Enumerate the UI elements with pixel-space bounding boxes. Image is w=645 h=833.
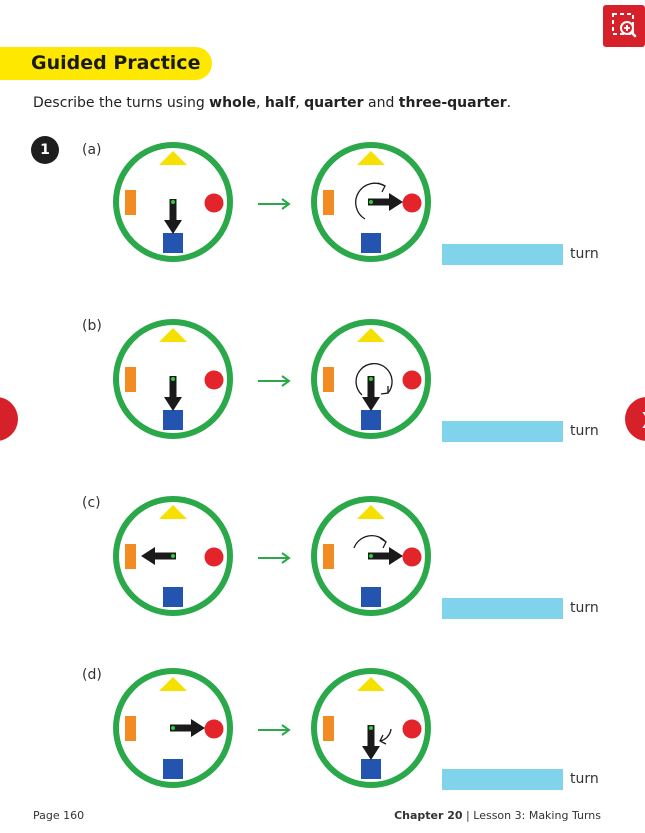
dial-a-end <box>314 145 428 259</box>
next-page-button[interactable]: ❯ <box>625 397 645 441</box>
page-title: Guided Practice <box>31 52 201 74</box>
answer-box-d[interactable] <box>442 769 563 790</box>
answer-box-a[interactable] <box>442 244 563 265</box>
dial-c-start <box>116 499 230 613</box>
part-label-c: (c) <box>82 495 101 511</box>
turn-label-d: turn <box>570 771 599 787</box>
turn-label-b: turn <box>570 423 599 439</box>
turn-label-a: turn <box>570 246 599 262</box>
dial-a-start <box>116 145 230 259</box>
answer-box-c[interactable] <box>442 598 563 619</box>
title-banner <box>0 47 212 80</box>
previous-page-button[interactable] <box>0 397 18 441</box>
turn-label-c: turn <box>570 600 599 616</box>
change-arrow-b <box>257 375 290 387</box>
term-quarter: quarter <box>304 95 364 111</box>
page-number: Page 160 <box>33 809 85 822</box>
dial-d-end <box>314 671 428 785</box>
answer-box-b[interactable] <box>442 421 563 442</box>
dial-c-end <box>314 499 428 613</box>
change-arrow-c <box>257 552 290 564</box>
dial-b-start <box>116 322 230 436</box>
zoom-button[interactable] <box>603 5 645 47</box>
part-label-a: (a) <box>82 142 102 158</box>
term-three-quarter: three-quarter <box>398 95 507 111</box>
instruction-text: Describe the turns using whole, half, qu… <box>33 95 512 111</box>
chapter-lesson-footer: Chapter 20 | Lesson 3: Making Turns <box>394 809 601 822</box>
part-label-b: (b) <box>82 318 102 334</box>
change-arrow-d <box>257 724 290 736</box>
change-arrow-a <box>257 198 290 210</box>
dial-d-start <box>116 671 230 785</box>
dial-b-end <box>314 322 428 436</box>
part-label-d: (d) <box>82 667 102 683</box>
term-half: half <box>264 95 296 111</box>
term-whole: whole <box>209 95 256 111</box>
zoom-in-icon <box>612 13 637 38</box>
question-number-badge: 1 <box>31 136 59 164</box>
chevron-right-icon: ❯ <box>640 409 645 428</box>
